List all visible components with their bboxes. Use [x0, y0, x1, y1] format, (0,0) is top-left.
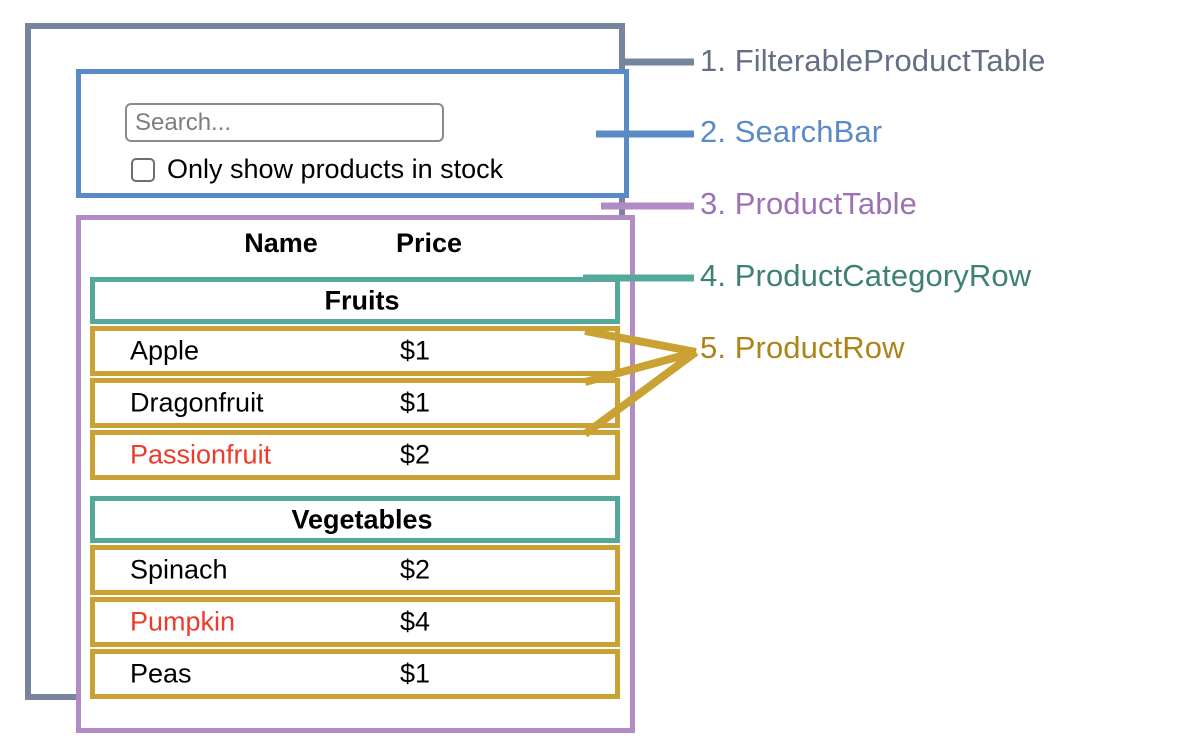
search-bar-frame: Only show products in stock	[76, 69, 629, 198]
product-row: Passionfruit $2	[90, 430, 620, 480]
product-name: Peas	[130, 658, 192, 689]
product-row: Apple $1	[90, 326, 620, 376]
product-price: $2	[400, 554, 431, 585]
checkbox-icon[interactable]	[131, 157, 155, 182]
legend-item-filterable-product-table: 1. FilterableProductTable	[700, 43, 1046, 78]
product-row: Peas $1	[90, 649, 620, 699]
product-category-label: Fruits	[324, 285, 400, 315]
column-header-price: Price	[396, 228, 463, 258]
product-price: $1	[400, 658, 431, 689]
product-category-label: Vegetables	[291, 504, 433, 534]
product-category-row: Fruits	[90, 277, 620, 324]
product-name: Spinach	[130, 554, 228, 585]
column-header-name: Name	[244, 228, 318, 258]
in-stock-checkbox-label: Only show products in stock	[167, 154, 504, 184]
product-price: $1	[400, 387, 431, 418]
section-spacer	[90, 482, 620, 496]
product-table-frame: Name Price Fruits Apple $1 Dragonfruit $…	[76, 215, 635, 733]
legend-item-product-category-row: 4. ProductCategoryRow	[700, 258, 1032, 293]
product-name-out-of-stock: Passionfruit	[130, 439, 272, 470]
product-name: Dragonfruit	[130, 387, 264, 418]
filterable-product-table-frame: Only show products in stock Name Price F…	[25, 23, 635, 733]
search-input[interactable]	[125, 103, 444, 142]
product-row: Pumpkin $4	[90, 597, 620, 647]
product-row: Dragonfruit $1	[90, 378, 620, 428]
product-row: Spinach $2	[90, 545, 620, 595]
legend-item-search-bar: 2. SearchBar	[700, 114, 883, 149]
legend-item-product-table: 3. ProductTable	[700, 186, 917, 221]
legend-item-product-row: 5. ProductRow	[700, 330, 905, 365]
product-price: $1	[400, 335, 431, 366]
product-table-rows: Fruits Apple $1 Dragonfruit $1 Passionfr…	[90, 277, 620, 701]
product-table-header: Name Price	[81, 228, 630, 270]
product-name-out-of-stock: Pumpkin	[130, 606, 236, 637]
in-stock-checkbox-row[interactable]: Only show products in stock	[131, 156, 503, 183]
product-price: $2	[400, 439, 431, 470]
product-name: Apple	[130, 335, 200, 366]
product-category-row: Vegetables	[90, 496, 620, 543]
product-price: $4	[400, 606, 431, 637]
